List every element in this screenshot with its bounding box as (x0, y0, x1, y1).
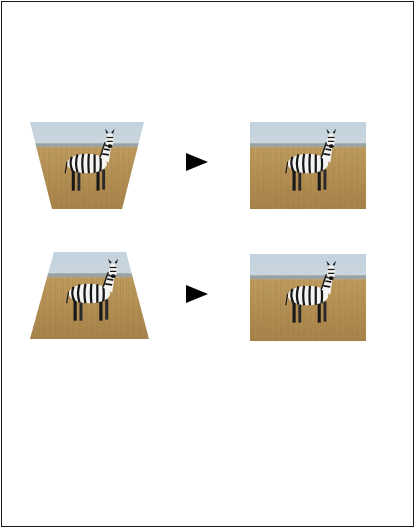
right-arrow-icon (186, 153, 208, 171)
row-2-output-image (250, 254, 366, 341)
row-1-output-image (250, 122, 366, 209)
row-2-input-image (30, 252, 149, 339)
right-arrow-icon (186, 285, 208, 303)
row-1-input-image (30, 122, 144, 209)
